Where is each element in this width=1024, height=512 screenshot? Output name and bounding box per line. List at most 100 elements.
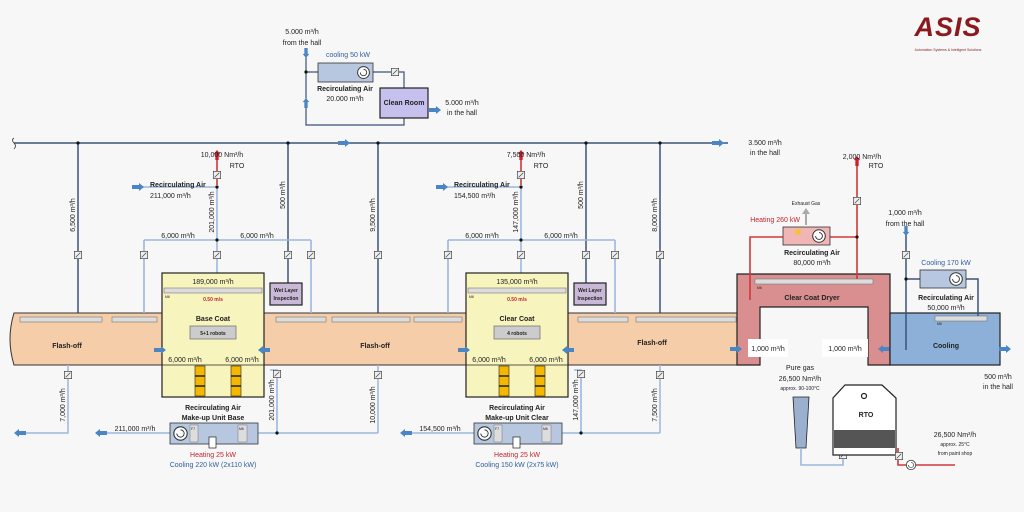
fan-icon xyxy=(949,272,963,286)
wet-layer-label-1: Wet Layer xyxy=(274,288,298,294)
robots-box xyxy=(493,325,541,340)
recirc-label: Recirculating Air xyxy=(150,182,206,189)
fan-icon xyxy=(905,459,917,471)
supply-arrow-icon xyxy=(95,429,107,437)
supply-flow: 135,000 m³/h xyxy=(496,279,537,286)
fan-icon xyxy=(357,66,370,79)
clean-room-box xyxy=(379,87,429,119)
recirc-arrow-icon xyxy=(436,183,448,191)
clean-room-intake-flow: 5.000 m³/h xyxy=(285,29,319,36)
heater-icon xyxy=(512,436,521,449)
damper-icon xyxy=(374,371,382,379)
dryer-inlet-right: 1,000 m³/h xyxy=(828,346,862,353)
clean-room-exhaust-note: in the hall xyxy=(447,110,477,117)
rto-flow: 7,500 Nm³/h xyxy=(507,152,546,159)
dryer-filter-label: M6 xyxy=(757,286,762,290)
rto-unit: RTO Pure gas 26,500 Nm³/h approx. 90-100… xyxy=(779,365,977,471)
unit-label-1: Recirculating Air xyxy=(489,405,545,412)
cooling-intake-note: from the hall xyxy=(886,221,925,228)
unit-out-flow: 211,000 m³/h xyxy=(115,426,156,433)
flash-off-tunnel: Flash-off Flash-off Flash-off 7,000 m³/h… xyxy=(9,312,741,437)
robots-count: 4 robots xyxy=(507,331,527,337)
filter-label: M6 xyxy=(165,295,170,299)
damper-icon xyxy=(853,197,861,205)
clean-room-unit-label: Recirculating Air xyxy=(317,86,373,93)
clear-coat-dryer: M6 Clear Coat Dryer 1,000 m³/h 1,000 m³/… xyxy=(730,154,891,366)
clean-room-label: Clean Room xyxy=(384,100,425,107)
damper-icon xyxy=(140,251,148,259)
branch-flow-5: 8,000 m³/h xyxy=(652,198,659,232)
dryer-exhaust-gas: Exhaust Gas xyxy=(792,201,821,207)
rto-stack-flow: 26,500 Nm³/h xyxy=(779,376,822,383)
damper-icon xyxy=(391,68,399,76)
clear-coat-booth: 7,500 Nm³/h RTO Recirculating Air 154,50… xyxy=(400,150,660,469)
robots-box xyxy=(189,325,237,340)
fan-icon xyxy=(173,426,188,441)
damper-icon xyxy=(307,251,315,259)
damper-icon xyxy=(213,171,221,179)
conveyor-grate xyxy=(194,365,206,397)
damper-icon xyxy=(213,251,221,259)
recirc-arrow-icon xyxy=(132,183,144,191)
dryer-unit-label: Recirculating Air xyxy=(784,250,840,257)
dryer-inlet-left: 1,000 m³/h xyxy=(751,346,785,353)
wet-layer-label-2: Inspection xyxy=(577,296,602,302)
rto-inlet-temp: approx. 25°C xyxy=(940,442,970,448)
cooling-exhaust-note: in the hall xyxy=(983,384,1013,391)
damper-icon xyxy=(656,251,664,259)
wet-layer-inspection xyxy=(573,282,607,306)
cooling-filter-label: M6 xyxy=(937,322,942,326)
main-duct-exhaust-note: in the hall xyxy=(750,150,780,157)
drain-flow-3: 7,500 m³/h xyxy=(652,388,659,422)
stack-chimney xyxy=(792,396,810,449)
inlet-left-flow: 6,000 m³/h xyxy=(472,357,506,364)
rto-stack-label: Pure gas xyxy=(786,365,815,372)
unit-heating: Heating 25 kW xyxy=(190,452,236,459)
recirc-flow: 211,000 m³/h xyxy=(150,193,191,200)
branch-flow-2: 500 m³/h xyxy=(280,181,287,209)
robots-count: 5+1 robots xyxy=(200,331,226,337)
conveyor-grate xyxy=(498,365,510,397)
unit-label-2: Make-up Unit Clear xyxy=(485,415,549,422)
air-speed: 0.50 m/s xyxy=(203,297,223,303)
left-branch-flow: 6,000 m³/h xyxy=(161,233,195,240)
exhaust-arrow-icon xyxy=(429,106,441,114)
supply-flow: 189,000 m³/h xyxy=(192,279,233,286)
damper-icon xyxy=(611,251,619,259)
base-coat-booth: 10,000 Nm³/h RTO Recirculating Air 211,0… xyxy=(95,150,378,469)
main-exhaust-duct: 3.500 m³/h in the hall 6,500 m³/h 500 m³… xyxy=(12,137,782,313)
branch-flow-4: 500 m³/h xyxy=(578,181,585,209)
riser-flow: 147,000 m³/h xyxy=(513,191,520,232)
cooling-exhaust-flow: 500 m³/h xyxy=(984,374,1012,381)
f7-filter-label: F7 xyxy=(495,427,499,431)
damper-icon xyxy=(517,251,525,259)
damper-icon xyxy=(577,370,585,378)
unit-out-flow: 154,500 m³/h xyxy=(419,426,460,433)
fan-icon xyxy=(812,229,826,243)
exhaust-arrow-icon xyxy=(999,345,1011,353)
rto-label: RTO xyxy=(230,163,245,170)
flash-off-label-1: Flash-off xyxy=(52,343,82,350)
cooling-zone: M6 Cooling 1,000 m³/h from the hall Cool… xyxy=(886,210,1014,391)
dryer-label: Clear Coat Dryer xyxy=(784,295,840,302)
damper-icon xyxy=(582,251,590,259)
flash-off-label-2: Flash-off xyxy=(360,343,390,350)
booth-name: Base Coat xyxy=(196,316,231,323)
clean-room-cooling: cooling 50 kW xyxy=(326,52,370,59)
damper-icon xyxy=(902,251,910,259)
rto-flow: 10,000 Nm³/h xyxy=(201,152,244,159)
main-duct-exhaust-flow: 3.500 m³/h xyxy=(748,140,782,147)
intake-arrow-icon xyxy=(302,48,310,58)
logo-text: ASIS xyxy=(913,12,981,42)
damper-icon xyxy=(74,251,82,259)
left-branch-flow: 6,000 m³/h xyxy=(465,233,499,240)
branch-flow-1: 6,500 m³/h xyxy=(70,198,77,232)
rto-label: RTO xyxy=(534,163,549,170)
rto-inlet-flow: 26,500 Nm³/h xyxy=(934,432,977,439)
cooling-intake-flow: 1,000 m³/h xyxy=(888,210,922,217)
clean-room-section: 5.000 m³/h from the hall cooling 50 kW R… xyxy=(283,29,479,126)
booth-name: Clear Coat xyxy=(499,316,535,323)
flow-arrow-icon xyxy=(302,98,310,108)
right-branch-flow: 6,000 m³/h xyxy=(544,233,578,240)
